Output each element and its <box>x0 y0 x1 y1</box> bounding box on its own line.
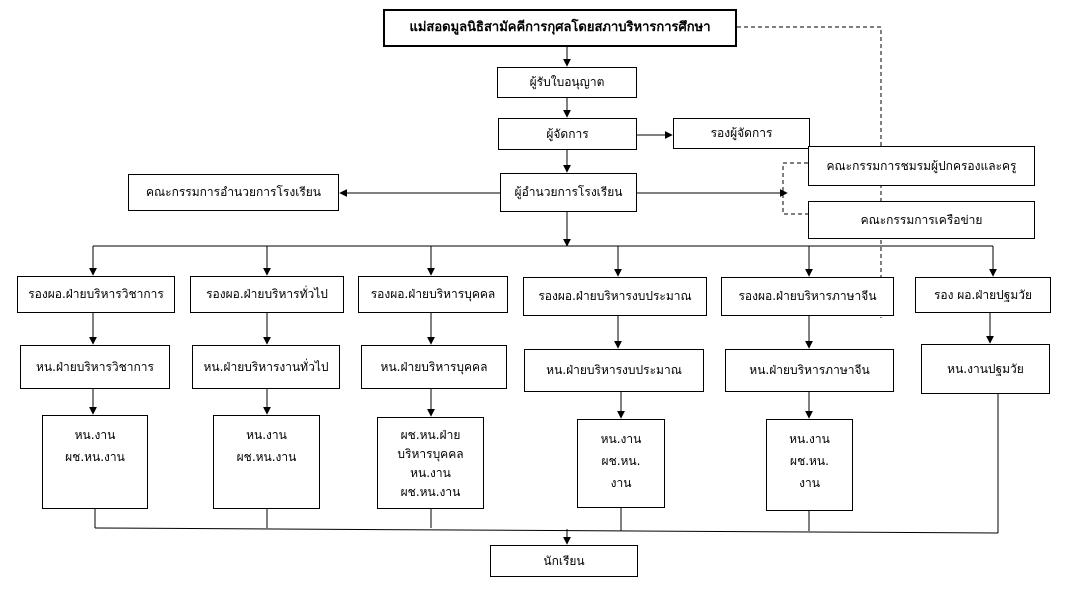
unit-general-box: หน.งาน ผช.หน.งาน <box>213 415 320 509</box>
unit-line: งาน <box>799 476 820 490</box>
director-label: ผู้อำนวยการโรงเรียน <box>514 185 623 200</box>
deputy-manager-box: รองผู้จัดการ <box>673 118 810 149</box>
head-budget-box: หน.ฝ่ายบริหารงบประมาณ <box>524 349 704 392</box>
deputy-budget-box: รองผอ.ฝ่ายบริหารงบประมาณ <box>523 277 707 316</box>
head-early-childhood-box: หน.งานปฐมวัย <box>921 344 1050 394</box>
students-box: นักเรียน <box>490 545 638 577</box>
network-committee-box: คณะกรรมการเครือข่าย <box>808 201 1035 239</box>
head-academic-box: หน.ฝ่ายบริหารวิชาการ <box>20 345 170 389</box>
deputy-personnel-box: รองผอ.ฝ่ายบริหารบุคคล <box>358 276 508 313</box>
parents-committee-label: คณะกรรมการชมรมผู้ปกครองและครู <box>826 158 1017 173</box>
unit-academic-box: หน.งาน ผช.หน.งาน <box>42 415 148 509</box>
unit-line: ผช.หน.งาน <box>236 450 297 464</box>
unit-line: บริหารบุคคล <box>397 447 464 461</box>
parents-committee-box: คณะกรรมการชมรมผู้ปกครองและครู <box>808 146 1035 186</box>
director-box: ผู้อำนวยการโรงเรียน <box>500 173 637 212</box>
head-label: หน.ฝ่ายบริหารบุคคล <box>380 359 488 374</box>
deputy-label: รองผอ.ฝ่ายบริหารงบประมาณ <box>538 289 692 304</box>
licensee-box: ผู้รับใบอนุญาต <box>497 67 637 98</box>
foundation-label: แม่สอดมูลนิธิสามัคคีการกุศลโดยสภาบริหารก… <box>409 20 711 36</box>
deputy-chinese-box: รองผอ.ฝ่ายบริหารภาษาจีน <box>721 277 894 316</box>
head-label: หน.ฝ่ายบริหารภาษาจีน <box>749 363 870 378</box>
unit-line: ผช.หน.งาน <box>65 450 125 464</box>
deputy-early-childhood-box: รอง ผอ.ฝ่ายปฐมวัย <box>915 277 1051 313</box>
deputy-manager-label: รองผู้จัดการ <box>710 126 773 141</box>
unit-line: หน.งาน <box>789 432 830 446</box>
deputy-label: รอง ผอ.ฝ่ายปฐมวัย <box>933 287 1033 302</box>
foundation-box: แม่สอดมูลนิธิสามัคคีการกุศลโดยสภาบริหารก… <box>383 9 737 47</box>
unit-line: ผช.หน.งาน <box>400 485 461 499</box>
unit-line: หน.งาน <box>246 428 287 442</box>
unit-personnel-box: ผช.หน.ฝ่าย บริหารบุคคล หน.งาน ผช.หน.งาน <box>377 417 484 509</box>
unit-line: ผช.หน.ฝ่าย <box>400 428 461 442</box>
deputy-academic-box: รองผอ.ฝ่ายบริหารวิชาการ <box>17 276 175 313</box>
school-board-label: คณะกรรมการอำนวยการโรงเรียน <box>145 185 322 200</box>
deputy-label: รองผอ.ฝ่ายบริหารบุคคล <box>370 287 496 302</box>
unit-budget-box: หน.งาน ผช.หน. งาน <box>577 419 665 508</box>
deputy-label: รองผอ.ฝ่ายบริหารทั่วไป <box>206 287 328 302</box>
network-committee-label: คณะกรรมการเครือข่าย <box>860 212 983 227</box>
students-label: นักเรียน <box>543 553 585 568</box>
unit-line: ผช.หน. <box>790 454 829 468</box>
head-label: หน.ฝ่ายบริหารงานทั่วไป <box>203 359 329 374</box>
unit-line: งาน <box>610 476 632 490</box>
unit-line: ผช.หน. <box>601 454 641 468</box>
school-board-box: คณะกรรมการอำนวยการโรงเรียน <box>128 174 339 211</box>
head-personnel-box: หน.ฝ่ายบริหารบุคคล <box>361 345 507 389</box>
deputy-general-box: รองผอ.ฝ่ายบริหารทั่วไป <box>190 276 344 313</box>
licensee-label: ผู้รับใบอนุญาต <box>529 75 605 90</box>
head-label: หน.ฝ่ายบริหารงบประมาณ <box>546 363 682 378</box>
manager-box: ผู้จัดการ <box>498 118 637 150</box>
deputy-label: รองผอ.ฝ่ายบริหารวิชาการ <box>28 287 164 302</box>
head-label: หน.ฝ่ายบริหารวิชาการ <box>36 359 154 374</box>
unit-line: หน.งาน <box>600 432 642 446</box>
manager-label: ผู้จัดการ <box>546 126 589 141</box>
unit-chinese-box: หน.งาน ผช.หน. งาน <box>766 419 853 511</box>
unit-line: หน.งาน <box>74 428 116 442</box>
head-chinese-box: หน.ฝ่ายบริหารภาษาจีน <box>725 349 894 392</box>
unit-line: หน.งาน <box>410 466 451 480</box>
head-label: หน.งานปฐมวัย <box>947 361 1024 376</box>
deputy-label: รองผอ.ฝ่ายบริหารภาษาจีน <box>738 289 877 304</box>
head-general-box: หน.ฝ่ายบริหารงานทั่วไป <box>192 345 340 389</box>
